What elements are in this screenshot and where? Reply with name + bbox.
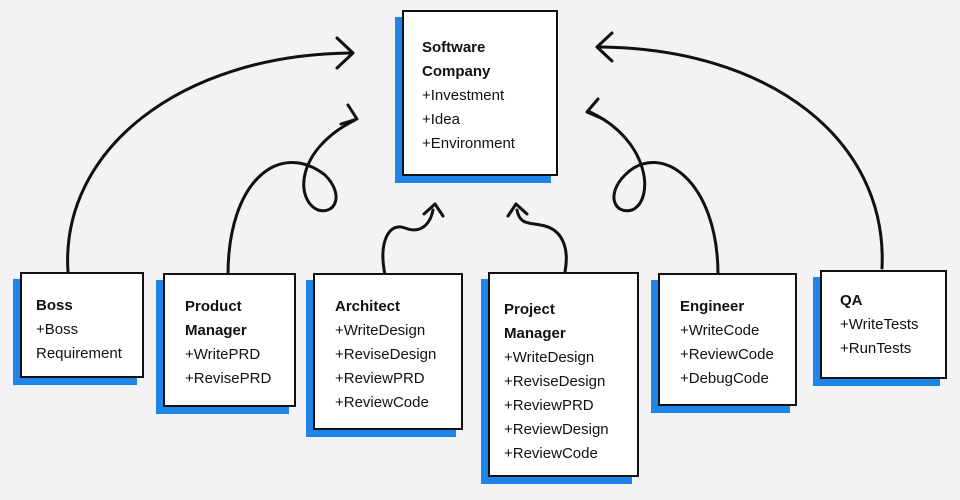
arrow-engineer bbox=[588, 110, 720, 277]
arrow-product-manager bbox=[226, 118, 357, 277]
product-manager-action: +WritePRD bbox=[185, 346, 261, 363]
arrowhead-product-manager bbox=[339, 103, 359, 126]
engineer-action: +WriteCode bbox=[680, 322, 760, 339]
product-manager-title-line-1: Product bbox=[185, 298, 242, 315]
project-manager-action: +ReviewDesign bbox=[504, 421, 609, 438]
product-manager-card: Product Manager +WritePRD +RevisePRD bbox=[163, 273, 296, 407]
architect-action: +ReviewPRD bbox=[335, 370, 425, 387]
architect-action: +WriteDesign bbox=[335, 322, 426, 339]
company-title-line-1: Software bbox=[422, 39, 486, 56]
project-manager-card: Project Manager +WriteDesign +ReviseDesi… bbox=[488, 272, 639, 477]
company-attr: +Environment bbox=[422, 135, 515, 152]
project-manager-action: +WriteDesign bbox=[504, 349, 595, 366]
qa-action: +WriteTests bbox=[840, 316, 919, 333]
engineer-title: Engineer bbox=[680, 298, 745, 315]
qa-title: QA bbox=[840, 292, 863, 309]
qa-card: QA +WriteTests +RunTests bbox=[820, 270, 947, 379]
arrowhead-engineer bbox=[585, 97, 605, 121]
boss-title: Boss bbox=[36, 297, 73, 314]
arrowhead-boss bbox=[335, 36, 355, 70]
architect-action: +ReviseDesign bbox=[335, 346, 437, 363]
engineer-action: +ReviewCode bbox=[680, 346, 774, 363]
product-manager-action: +RevisePRD bbox=[185, 370, 272, 387]
project-manager-title-line-2: Manager bbox=[504, 325, 566, 342]
qa-action: +RunTests bbox=[840, 340, 912, 357]
arrow-project-manager bbox=[515, 208, 568, 274]
arrowhead-architect bbox=[422, 202, 445, 218]
architect-card: Architect +WriteDesign +ReviseDesign +Re… bbox=[313, 273, 463, 430]
engineer-action: +DebugCode bbox=[680, 370, 769, 387]
arrowhead-qa bbox=[595, 31, 614, 63]
boss-action: +Boss bbox=[36, 321, 79, 338]
project-manager-title-line-1: Project bbox=[504, 301, 555, 318]
company-title-line-2: Company bbox=[422, 63, 491, 80]
project-manager-action: +ReviseDesign bbox=[504, 373, 606, 390]
company-attr: +Investment bbox=[422, 87, 505, 104]
boss-card: Boss +Boss Requirement bbox=[20, 272, 144, 378]
arrow-architect bbox=[381, 208, 435, 277]
product-manager-title-line-2: Manager bbox=[185, 322, 247, 339]
company-attr: +Idea bbox=[422, 111, 460, 128]
architect-title: Architect bbox=[335, 298, 401, 315]
project-manager-action: +ReviewCode bbox=[504, 445, 598, 462]
arrow-boss bbox=[66, 51, 352, 274]
arrow-qa bbox=[596, 45, 884, 270]
project-manager-action: +ReviewPRD bbox=[504, 397, 594, 414]
company-card: Software Company +Investment +Idea +Envi… bbox=[402, 10, 558, 176]
boss-action: Requirement bbox=[36, 345, 122, 362]
architect-action: +ReviewCode bbox=[335, 394, 429, 411]
engineer-card: Engineer +WriteCode +ReviewCode +DebugCo… bbox=[658, 273, 797, 406]
arrowhead-project-manager bbox=[506, 202, 529, 218]
